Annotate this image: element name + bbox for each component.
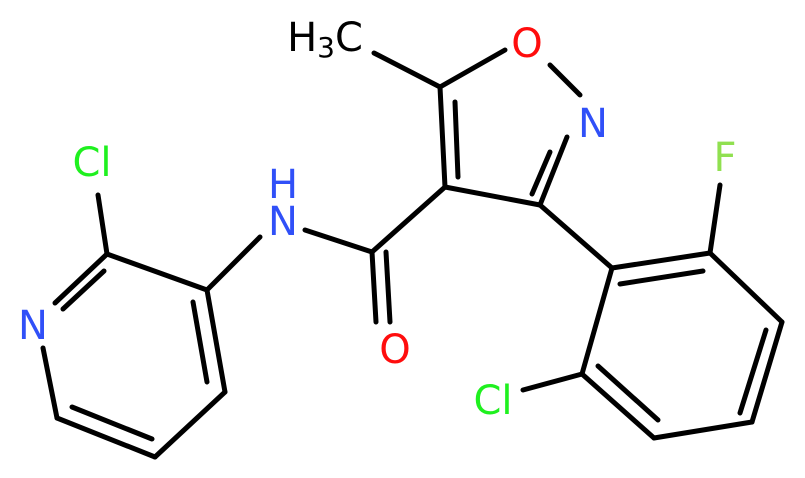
bond-c5-o bbox=[437, 47, 508, 90]
bond-pyr-c5-c4 bbox=[152, 389, 228, 460]
bond-n-c3 bbox=[537, 134, 570, 208]
bond-ph-c1-c2 bbox=[609, 250, 713, 271]
amide-nh-h-label: H bbox=[268, 162, 298, 208]
methyl-label: H3C bbox=[287, 15, 363, 64]
bond-ph-c1-c2-inner bbox=[617, 268, 706, 287]
ring-nitrogen-label: N bbox=[578, 101, 608, 147]
carbonyl-oxygen-label: O bbox=[379, 327, 410, 373]
bonds bbox=[40, 47, 785, 460]
bond-pyr-c4-c3-inner bbox=[190, 299, 210, 385]
bond-o-n bbox=[547, 62, 583, 98]
bond-pyr-n-c6 bbox=[40, 345, 60, 421]
bond-ph-c5-c6 bbox=[579, 371, 657, 441]
bond-c4-c5-inner bbox=[452, 99, 461, 180]
bond-ph-c4-c5 bbox=[651, 419, 755, 441]
phenyl-chlorine-label: Cl bbox=[473, 378, 512, 424]
bond-n-c3-inner bbox=[529, 149, 553, 197]
bond-ph-c2-c3 bbox=[707, 250, 785, 325]
bond-pyr-c2-cl bbox=[95, 192, 110, 257]
bond-pyr-c2-n bbox=[52, 251, 110, 306]
bond-carbonyl-o-b bbox=[383, 249, 393, 325]
amide-nh-n-label: N bbox=[268, 199, 298, 245]
bond-pyr-c6-c5 bbox=[54, 415, 158, 460]
bond-pyr-c3-c2 bbox=[104, 251, 210, 293]
bond-ph-c3-c4 bbox=[749, 319, 785, 425]
bond-c3-c4 bbox=[442, 184, 543, 208]
bond-methyl-c5 bbox=[371, 50, 443, 90]
bond-pyr-c6-c5-inner bbox=[69, 404, 155, 442]
bond-carbonyl-o-a bbox=[369, 249, 379, 325]
bond-c4-c5 bbox=[437, 84, 448, 190]
bond-c4-carbonyl bbox=[369, 184, 448, 255]
bond-c3-phenyl bbox=[537, 202, 615, 271]
fluorine-label: F bbox=[713, 135, 736, 181]
bond-ph-c6-cl bbox=[520, 371, 585, 393]
pyridine-chlorine-label: Cl bbox=[72, 140, 111, 186]
bond-nh-pyridine bbox=[204, 234, 263, 293]
bond-ph-c6-c1 bbox=[579, 265, 615, 377]
bond-ph-c2-f bbox=[707, 182, 723, 256]
bond-ph-c3-c4-inner bbox=[737, 327, 769, 416]
bond-pyr-c4-c3 bbox=[204, 287, 228, 395]
bond-carbonyl-nh bbox=[302, 227, 375, 255]
atom-labels: H3C O N F H N O Cl N Cl bbox=[18, 15, 736, 424]
bond-ph-c5-c6-inner bbox=[595, 363, 661, 423]
pyridine-nitrogen-label: N bbox=[18, 303, 48, 349]
ring-oxygen-label: O bbox=[511, 21, 542, 67]
bond-pyr-c2-n-inner bbox=[60, 268, 107, 312]
